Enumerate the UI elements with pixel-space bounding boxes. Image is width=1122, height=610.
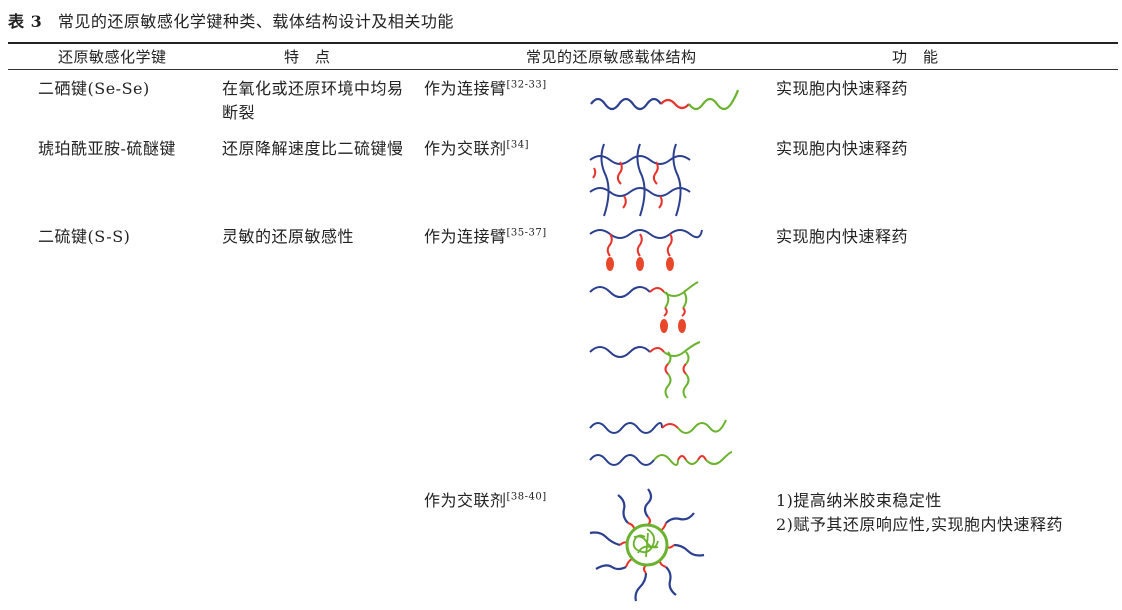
row3-function: 实现胞内快速释药 [776,227,909,246]
header-structure: 常见的还原敏感载体结构 [526,48,697,66]
header-function: 功 能 [892,48,939,66]
multiblock-chain-illustration [586,410,736,476]
table-caption: 表 3 常见的还原敏感化学键种类、载体结构设计及相关功能 [8,8,454,32]
row3-feature: 灵敏的还原敏感性 [222,227,355,246]
row3-bond: 二硫键(S-S) [38,227,131,246]
row3-ref: [35-37] [506,227,547,239]
header-rule [8,69,1118,70]
block-copolymer-drug-illustration [586,276,706,338]
header-feature: 特 点 [284,48,331,66]
row1-function: 实现胞内快速释药 [776,79,909,98]
crosslinked-micelle-illustration [586,487,710,605]
linker-chain-illustration [586,82,746,122]
header-bond: 还原敏感化学键 [58,48,167,66]
row4-function-item-2: 2)赋予其还原响应性,实现胞内快速释药 [776,515,1064,534]
row4-ref: [38-40] [506,491,547,503]
table-title: 常见的还原敏感化学键种类、载体结构设计及相关功能 [57,12,454,31]
row1-bond: 二硒键(Se-Se) [38,79,150,98]
graft-copolymer-illustration [586,338,706,404]
row2-role: 作为交联剂[34] [424,139,530,158]
row1-feature: 在氧化或还原环境中均易断裂 [222,79,404,122]
crosslinked-network-illustration [586,140,696,220]
row2-function: 实现胞内快速释药 [776,139,909,158]
row2-bond: 琥珀酰亚胺-硫醚键 [38,139,176,158]
row1-role: 作为连接臂[32-33] [424,79,547,98]
drug-conjugate-illustration [586,222,706,274]
row1-ref: [32-33] [506,79,547,91]
row2-feature: 还原降解速度比二硫键慢 [222,139,404,158]
row4-function-item-1: 1)提高纳米胶束稳定性 [776,491,942,510]
row4-function-list: 1)提高纳米胶束稳定性 2)赋予其还原响应性,实现胞内快速释药 [776,489,1063,537]
row4-role: 作为交联剂[38-40] [424,491,547,510]
table-number: 表 3 [8,12,43,31]
top-rule [8,42,1118,44]
row3-role: 作为连接臂[35-37] [424,227,547,246]
row2-ref: [34] [506,139,530,151]
